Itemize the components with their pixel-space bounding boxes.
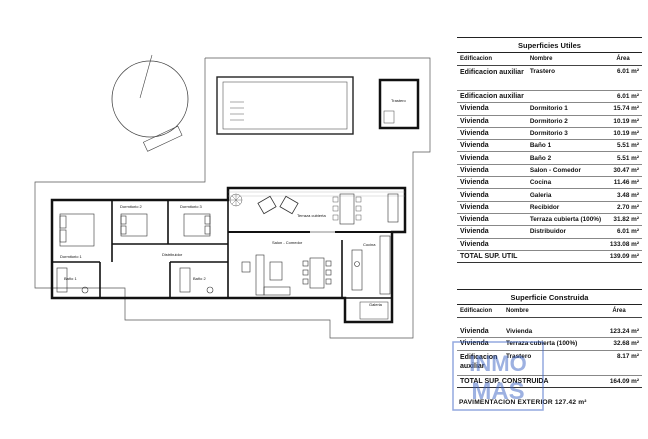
surface-built-table: Superficie Construida Edificacion Nombre… bbox=[457, 289, 642, 388]
kitchen-counter-icon bbox=[351, 235, 391, 295]
table-row: Vivienda Galeria 3.48 m² bbox=[457, 188, 642, 202]
room-label-bano1: Baño 1 bbox=[64, 276, 77, 281]
column-header: Área bbox=[604, 52, 642, 66]
table-row: Vivienda Dormitorio 3 10.19 m² bbox=[457, 127, 642, 141]
table-total-row: TOTAL SUP. UTIL 139.09 m² bbox=[457, 250, 642, 264]
bathroom-fixtures-icon bbox=[56, 267, 214, 294]
room-label-galeria: Galeria bbox=[369, 302, 383, 307]
table-total-row: TOTAL SUP. CONSTRUIDA 164.09 m² bbox=[457, 375, 642, 388]
terrace-roof-hatch bbox=[228, 191, 405, 197]
table-title: Superficies Utiles bbox=[457, 37, 642, 53]
room-label-terraza: Terraza cubierta bbox=[297, 213, 326, 218]
room-label-dormitorio3: Dormitorio 3 bbox=[180, 204, 203, 209]
exterior-paving-label: PAVIMENTACION EXTERIOR 127.42 m² bbox=[459, 399, 587, 406]
sofa-icon bbox=[241, 254, 291, 296]
room-label-bano2: Baño 2 bbox=[193, 276, 206, 281]
table-row: Edificacion auxiliar 6.01 m² bbox=[457, 90, 642, 104]
table-row: Vivienda Baño 2 5.51 m² bbox=[457, 151, 642, 165]
house-outline bbox=[50, 186, 407, 324]
column-header: Área bbox=[596, 304, 642, 318]
outdoor-dining-table-icon bbox=[332, 193, 362, 225]
dining-table-icon bbox=[302, 257, 332, 289]
room-label-cocina: Cocina bbox=[363, 242, 376, 247]
table-title: Superficie Construida bbox=[457, 289, 642, 305]
interior-walls bbox=[52, 200, 392, 299]
room-label-trastero: Trastero bbox=[391, 98, 407, 103]
table-row: Vivienda Dormitorio 2 10.19 m² bbox=[457, 115, 642, 128]
room-label-salon: Salon - Comedor bbox=[272, 240, 303, 245]
plant-icon bbox=[229, 193, 243, 207]
bed-icon bbox=[59, 213, 211, 247]
lounge-chairs-icon bbox=[257, 195, 299, 215]
table-row: Vivienda Recibidor 2.70 m² bbox=[457, 201, 642, 214]
table-row: Vivienda Dormitorio 1 15.74 m² bbox=[457, 102, 642, 116]
room-label-dormitorio1: Dormitorio 1 bbox=[60, 254, 83, 259]
table-row: Vivienda Distribuidor 6.01 m² bbox=[457, 225, 642, 239]
table-row: Edificacion auxiliar Trastero 6.01 m² bbox=[457, 65, 642, 91]
table-row: Vivienda Cocina 11.46 m² bbox=[457, 176, 642, 190]
table-row: Vivienda Terraza cubierta (100%) 31.82 m… bbox=[457, 213, 642, 227]
room-label-dormitorio2: Dormitorio 2 bbox=[120, 204, 143, 209]
column-header: Edificacion bbox=[457, 52, 527, 66]
table-row: Vivienda Baño 1 5.51 m² bbox=[457, 139, 642, 153]
floor-plan: Trastero Terraza cubierta bbox=[34, 54, 431, 339]
table-row: Vivienda Salon - Comedor 30.47 m² bbox=[457, 164, 642, 178]
storage-room: Trastero bbox=[378, 78, 420, 130]
table-row: Vivienda Terraza cubierta (100%) 32.68 m… bbox=[457, 337, 642, 351]
round-pool-icon bbox=[111, 54, 189, 152]
column-header: Edificacion bbox=[457, 304, 503, 318]
table-row: Edificacion auxiliar Trastero 8.17 m² bbox=[457, 350, 642, 376]
surfaces-useful-table: Superficies Utiles Edificacion Nombre Ár… bbox=[457, 37, 642, 264]
room-label-distribuidor: Distribuidor bbox=[162, 252, 183, 257]
plot-boundary bbox=[34, 57, 431, 339]
bbq-counter bbox=[387, 193, 399, 223]
column-header: Nombre bbox=[526, 52, 605, 66]
column-header: Nombre bbox=[503, 304, 596, 318]
galeria-area bbox=[359, 301, 389, 320]
table-row: Vivienda 133.08 m² bbox=[457, 238, 642, 251]
swimming-pool bbox=[216, 76, 354, 135]
table-row: Vivienda Vivienda 123.24 m² bbox=[457, 326, 642, 339]
